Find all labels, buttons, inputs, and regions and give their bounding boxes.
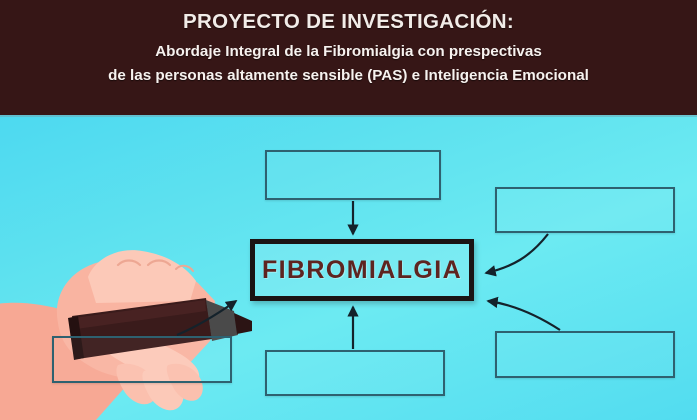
knuckle-crease-2 bbox=[146, 259, 172, 267]
marker-tip bbox=[234, 313, 252, 334]
page-title: PROYECTO DE INVESTIGACIÓN: bbox=[183, 10, 514, 33]
arrow-bottom-left-to-center bbox=[176, 300, 238, 337]
node-box-bottom-left[interactable] bbox=[52, 336, 232, 383]
node-box-bottom-right[interactable] bbox=[495, 331, 675, 378]
node-box-right[interactable] bbox=[495, 187, 675, 233]
connector-layer bbox=[176, 201, 561, 349]
subtitle-line-1: Abordaje Integral de la Fibromialgia con… bbox=[155, 43, 542, 60]
node-box-top[interactable] bbox=[265, 150, 441, 200]
diagram-canvas: FIBROMIALGIA bbox=[0, 115, 697, 420]
center-node-label: FIBROMIALGIA bbox=[261, 255, 463, 284]
knuckle-crease-3 bbox=[175, 264, 194, 272]
marker-body-highlight bbox=[74, 300, 206, 329]
arrow-bottom-right-to-center bbox=[486, 296, 561, 331]
arrow-right-to-center bbox=[484, 233, 549, 277]
canvas-top-divider bbox=[0, 115, 697, 117]
hand-with-marker-illustration bbox=[0, 250, 252, 420]
center-node-box[interactable]: FIBROMIALGIA bbox=[250, 239, 474, 301]
marker-cap bbox=[68, 316, 84, 360]
subtitle-line-2: de las personas altamente sensible (PAS)… bbox=[108, 66, 589, 84]
header-band: PROYECTO DE INVESTIGACIÓN: Abordaje Inte… bbox=[0, 0, 697, 115]
knuckle-crease-1 bbox=[116, 259, 142, 267]
node-box-bottom-center[interactable] bbox=[265, 350, 445, 396]
